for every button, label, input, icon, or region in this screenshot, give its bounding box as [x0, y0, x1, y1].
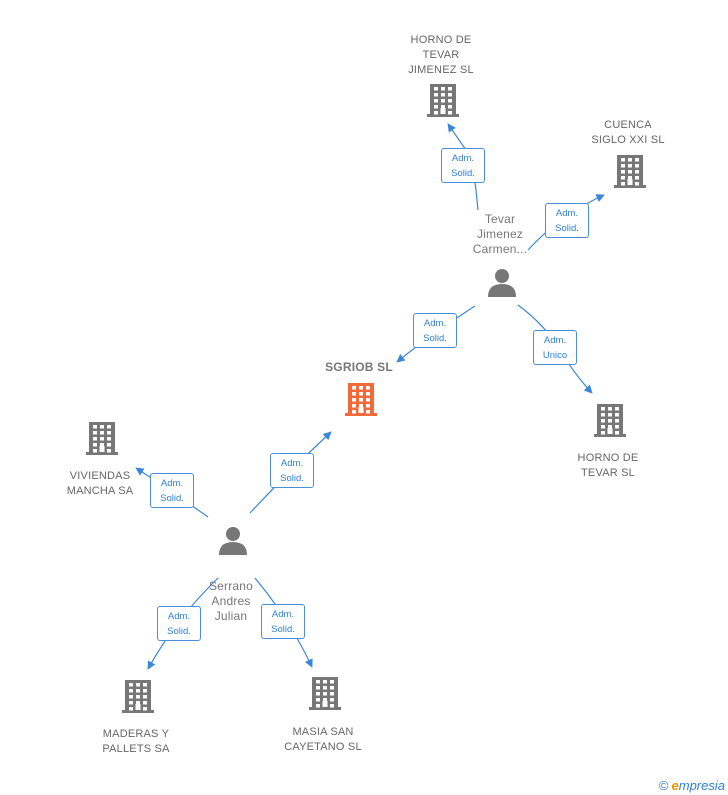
edge-label-line: Adm.: [271, 609, 295, 620]
building-icon-horno_tevar_jimenez[interactable]: [427, 84, 459, 117]
node-label-line: PALLETS SA: [102, 742, 170, 755]
node-label-line: MANCHA SA: [66, 484, 134, 497]
node-label-viviendas_mancha[interactable]: VIVIENDAS MANCHA SA: [40, 469, 160, 499]
node-label-horno_tevar_jimenez[interactable]: HORNO DE TEVAR JIMENEZ SL: [381, 33, 501, 78]
copyright-icon: ©: [658, 778, 669, 793]
building-icon-maderas_pallets[interactable]: [122, 680, 154, 713]
edge-label-serrano_andres-to-maderas_pallets[interactable]: Adm. Solid.: [157, 606, 201, 641]
node-label-sgriob[interactable]: SGRIOB SL: [299, 360, 419, 375]
edge-label-line: Solid.: [167, 626, 191, 637]
node-label-line: HORNO DE: [577, 451, 639, 464]
building-icon-cuenca_siglo_xxi[interactable]: [614, 155, 646, 188]
building-icon-sgriob[interactable]: [345, 383, 377, 416]
edge-label-line: Adm.: [543, 335, 567, 346]
building-icon-masia_san_cayetano[interactable]: [309, 677, 341, 710]
building-icon-horno_tevar[interactable]: [594, 404, 626, 437]
person-icon-serrano_andres[interactable]: [219, 527, 247, 555]
building-icon-viviendas_mancha[interactable]: [86, 422, 118, 455]
node-label-cuenca_siglo_xxi[interactable]: CUENCA SIGLO XXI SL: [568, 118, 688, 148]
node-label-line: Tevar: [484, 211, 516, 226]
edge-label-line: Solid.: [280, 473, 304, 484]
node-label-line: Serrano: [208, 578, 254, 593]
edge-label-line: Solid.: [271, 624, 295, 635]
node-label-line: Carmen...: [472, 241, 528, 256]
node-label-line: MASIA SAN: [292, 725, 354, 738]
node-label-line: Andres: [211, 593, 251, 608]
node-label-line: SIGLO XXI SL: [591, 134, 665, 146]
brand-logo-text: mpresia: [678, 778, 725, 793]
edge-label-line: Adm.: [423, 318, 447, 329]
node-label-horno_tevar[interactable]: HORNO DE TEVAR SL: [548, 451, 668, 481]
edge-label-serrano_andres-to-masia_san_cayetano[interactable]: Adm. Solid.: [261, 604, 305, 639]
node-label-masia_san_cayetano[interactable]: MASIA SAN CAYETANO SL: [263, 725, 383, 755]
edge-label-tevar_jimenez-to-horno_tevar[interactable]: Adm. Unico: [533, 330, 577, 365]
edge-label-line: Adm.: [160, 478, 184, 489]
node-label-line: CUENCA: [604, 119, 652, 131]
edge-label-tevar_jimenez-to-horno_tevar_jimenez[interactable]: Adm. Solid.: [441, 148, 485, 183]
icons-layer: [86, 84, 646, 713]
edge-label-line: Solid.: [160, 493, 184, 504]
edge-label-line: Solid.: [555, 223, 579, 234]
edge-label-tevar_jimenez-to-sgriob[interactable]: Adm. Solid.: [413, 313, 457, 348]
node-label-line: TEVAR: [422, 48, 460, 61]
node-label-line: HORNO DE: [410, 33, 472, 46]
edge-label-line: Adm.: [167, 611, 191, 622]
node-label-line: MADERAS Y: [102, 727, 170, 740]
edge-label-line: Adm.: [280, 458, 304, 469]
edge-label-line: Solid.: [451, 168, 475, 179]
edge-label-line: Solid.: [423, 333, 447, 344]
edge-label-serrano_andres-to-viviendas_mancha[interactable]: Adm. Solid.: [150, 473, 194, 508]
edge-label-tevar_jimenez-to-cuenca_siglo_xxi[interactable]: Adm. Solid.: [545, 203, 589, 238]
node-label-line: VIVIENDAS: [69, 469, 131, 482]
node-label-line: Jimenez: [476, 226, 524, 241]
person-icon-tevar_jimenez[interactable]: [488, 269, 516, 297]
footer-brand[interactable]: ©empresia: [659, 778, 725, 793]
edge-label-serrano_andres-to-sgriob[interactable]: Adm. Solid.: [270, 453, 314, 488]
edge-label-line: Adm.: [555, 208, 579, 219]
node-label-line: Julian: [214, 608, 248, 623]
node-label-line: CAYETANO SL: [284, 740, 362, 753]
node-label-line: TEVAR SL: [581, 466, 635, 479]
edge-label-line: Adm.: [451, 153, 475, 164]
node-label-line: JIMENEZ SL: [408, 63, 474, 76]
node-label-line: SGRIOB SL: [325, 359, 393, 374]
brand-logo-e: e: [671, 778, 679, 793]
node-label-maderas_pallets[interactable]: MADERAS Y PALLETS SA: [76, 727, 196, 757]
edge-label-line: Unico: [542, 350, 568, 361]
